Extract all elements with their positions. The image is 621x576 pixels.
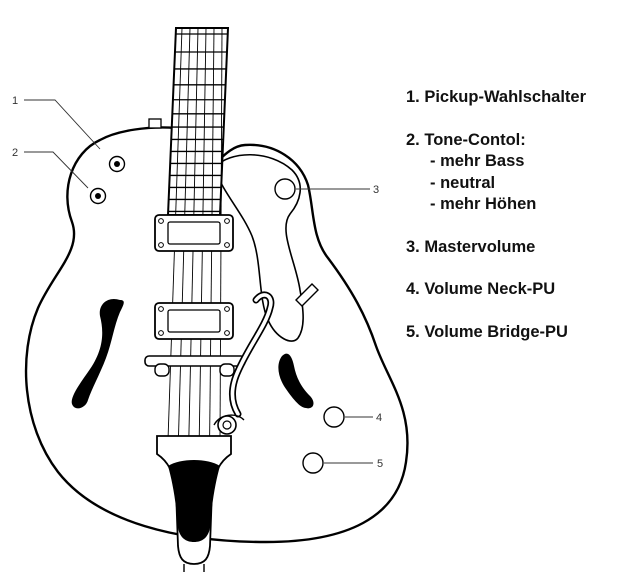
legend-subitem: - neutral (406, 173, 618, 195)
legend-item-tone-control: 2. Tone-Contol: - mehr Bass - neutral - … (406, 130, 618, 216)
legend-label: 5. Volume Bridge-PU (406, 322, 618, 344)
callout-number-4: 4 (376, 412, 382, 424)
pickup-selector-switch[interactable] (110, 157, 125, 172)
legend-label: 1. Pickup-Wahlschalter (406, 87, 618, 109)
legend-item-volume-bridge: 5. Volume Bridge-PU (406, 322, 618, 344)
legend-label: 2. Tone-Contol: (406, 130, 618, 152)
volume-bridge-pu-knob[interactable] (303, 453, 323, 473)
neck-pickup (155, 215, 233, 251)
callout-number-2: 2 (12, 147, 18, 159)
callout-number-1: 1 (12, 95, 18, 107)
strap-button (149, 119, 161, 128)
master-volume-knob[interactable] (275, 179, 295, 199)
tone-control-switch[interactable] (91, 189, 106, 204)
legend-subitem: - mehr Bass (406, 151, 618, 173)
legend-label: 4. Volume Neck-PU (406, 279, 618, 301)
legend-item-master-volume: 3. Mastervolume (406, 237, 618, 259)
legend: 1. Pickup-Wahlschalter 2. Tone-Contol: -… (406, 87, 618, 364)
leader-line-1 (24, 100, 100, 149)
callout-number-3: 3 (373, 184, 379, 196)
legend-subitem: - mehr Höhen (406, 194, 618, 216)
volume-neck-pu-knob[interactable] (324, 407, 344, 427)
legend-item-pickup-selector: 1. Pickup-Wahlschalter (406, 87, 618, 109)
callout-number-5: 5 (377, 458, 383, 470)
bridge-pickup (155, 303, 233, 339)
legend-item-volume-neck: 4. Volume Neck-PU (406, 279, 618, 301)
legend-label: 3. Mastervolume (406, 237, 618, 259)
